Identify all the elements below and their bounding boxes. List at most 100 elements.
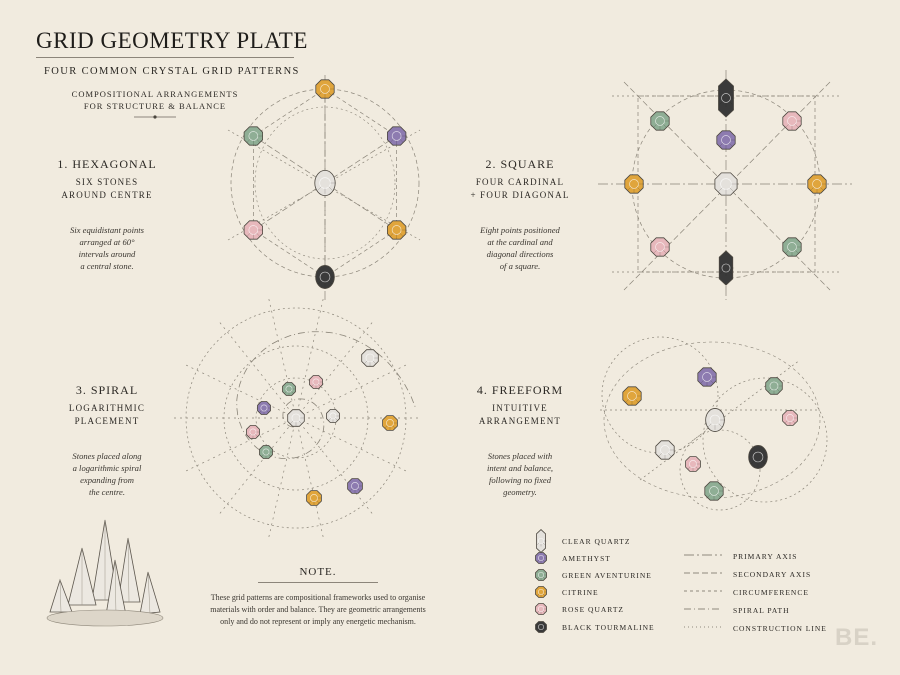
green-aventurine-stone-icon bbox=[782, 237, 802, 257]
primary-axis-line bbox=[324, 135, 397, 184]
green-aventurine-stone-icon bbox=[535, 569, 547, 581]
citrine-stone-icon bbox=[807, 174, 827, 194]
green-aventurine-stone-icon bbox=[704, 481, 724, 501]
black-tourmaline-stone-icon bbox=[315, 265, 335, 289]
construction-line bbox=[295, 320, 375, 419]
legend-stone-label: BLACK TOURMALINE bbox=[562, 623, 655, 632]
citrine-stone-icon bbox=[315, 79, 335, 99]
desc-line: Stones placed along bbox=[72, 451, 142, 461]
spiral-path-line bbox=[236, 331, 416, 459]
desc-line: Six equidistant points bbox=[70, 225, 144, 235]
freeform-subtitle-2: ARRANGEMENT bbox=[478, 416, 562, 426]
green-aventurine-stone-icon bbox=[243, 126, 264, 146]
brand-logo: BE. bbox=[834, 624, 878, 651]
clear-quartz-stone-icon bbox=[536, 529, 547, 553]
green-aventurine-stone-icon bbox=[259, 445, 273, 459]
freeform-subtitle-1: INTUITIVE bbox=[492, 403, 548, 413]
amethyst-stone-icon bbox=[386, 126, 407, 146]
spiral-subtitle-1: LOGARITHMIC bbox=[68, 403, 146, 413]
legend-stone-label: GREEN AVENTURINE bbox=[562, 571, 652, 580]
construction-line bbox=[679, 429, 761, 511]
citrine-stone-icon bbox=[535, 586, 547, 598]
desc-line: the centre. bbox=[89, 487, 125, 497]
rose-quartz-stone-icon bbox=[243, 220, 264, 240]
construction-line bbox=[217, 320, 297, 419]
construction-line bbox=[267, 296, 297, 419]
primary-axis-line bbox=[324, 182, 397, 231]
legend-line-label: CIRCUMFERENCE bbox=[733, 588, 809, 597]
tagline-line-1: COMPOSITIONAL ARRANGEMENTS bbox=[71, 89, 239, 99]
secondary-axis-line bbox=[253, 229, 326, 278]
clear-quartz-stone-icon bbox=[326, 409, 340, 423]
construction-line bbox=[295, 417, 325, 540]
primary-axis-line bbox=[253, 135, 326, 184]
square-description: Eight points positioned at the cardinal … bbox=[455, 224, 585, 272]
section-spiral: 3. SPIRAL LOGARITHMIC PLACEMENT Stones p… bbox=[42, 383, 172, 498]
note-title: NOTE. bbox=[299, 566, 337, 578]
amethyst-stone-icon bbox=[716, 130, 736, 150]
black-tourmaline-stone-icon bbox=[535, 621, 547, 633]
crystal-cluster-icon bbox=[114, 559, 117, 616]
hexagonal-description: Six equidistant points arranged at 60° i… bbox=[42, 224, 172, 272]
section-square: 2. SQUARE FOUR CARDINAL + FOUR DIAGONAL … bbox=[455, 157, 585, 272]
crystal-cluster-icon bbox=[127, 537, 130, 603]
clear-quartz-stone-icon bbox=[361, 349, 379, 367]
desc-line: intent and balance, bbox=[486, 463, 554, 473]
rose-quartz-stone-icon bbox=[246, 425, 260, 439]
black-tourmaline-stone-icon bbox=[718, 250, 735, 286]
construction-line bbox=[295, 363, 409, 419]
freeform-description: Stones placed with intent and balance, f… bbox=[455, 450, 585, 498]
square-subtitle-2: + FOUR DIAGONAL bbox=[470, 190, 570, 200]
black-tourmaline-stone-icon bbox=[748, 445, 768, 469]
crystal-cluster-icon bbox=[139, 571, 161, 615]
green-aventurine-stone-icon bbox=[765, 377, 783, 395]
secondary-axis-line bbox=[324, 88, 397, 137]
tagline-line-2: FOR STRUCTURE & BALANCE bbox=[83, 101, 227, 111]
title-rule bbox=[36, 57, 294, 58]
legend-stone-label: AMETHYST bbox=[562, 554, 611, 563]
construction-line bbox=[267, 417, 297, 540]
clear-quartz-stone-icon bbox=[705, 408, 725, 432]
desc-line: Eight points positioned bbox=[480, 225, 560, 235]
crystal-cluster-icon bbox=[147, 571, 151, 615]
green-aventurine-stone-icon bbox=[650, 111, 670, 131]
legend-line-label: CONSTRUCTION LINE bbox=[733, 624, 827, 633]
section-hexagonal: 1. HEXAGONAL SIX STONES AROUND CENTRE Si… bbox=[42, 157, 172, 272]
construction-line bbox=[601, 336, 719, 454]
clear-quartz-stone-icon bbox=[314, 169, 336, 196]
spiral-title: 3. SPIRAL bbox=[75, 383, 139, 397]
crystal-cluster-icon bbox=[59, 579, 62, 613]
desc-line: following no fixed bbox=[488, 475, 552, 485]
citrine-stone-icon bbox=[382, 415, 398, 431]
citrine-stone-icon bbox=[624, 174, 644, 194]
circumference-line bbox=[254, 106, 396, 260]
citrine-stone-icon bbox=[386, 220, 407, 240]
desc-line: geometry. bbox=[503, 487, 537, 497]
rose-quartz-stone-icon bbox=[782, 410, 798, 426]
note-line: materials with order and balance. They a… bbox=[210, 605, 426, 614]
green-aventurine-stone-icon bbox=[282, 382, 296, 396]
section-freeform: 4. FREEFORM INTUITIVE ARRANGEMENT Stones… bbox=[455, 383, 585, 498]
amethyst-stone-icon bbox=[257, 401, 271, 415]
crystal-cluster-icon bbox=[46, 609, 164, 627]
circumference-line bbox=[223, 345, 369, 491]
citrine-stone-icon bbox=[306, 490, 322, 506]
desc-line: at the cardinal and bbox=[487, 237, 553, 247]
spiral-subtitle-2: PLACEMENT bbox=[74, 416, 140, 426]
hexagonal-title: 1. HEXAGONAL bbox=[57, 157, 157, 171]
construction-line bbox=[183, 363, 297, 419]
secondary-axis-line bbox=[324, 229, 397, 278]
legend-line-label: PRIMARY AXIS bbox=[733, 552, 798, 561]
spiral-description: Stones placed along a logarithmic spiral… bbox=[42, 450, 172, 498]
note-text: These grid patterns are compositional fr… bbox=[198, 592, 438, 628]
legend-stone-label: ROSE QUARTZ bbox=[562, 605, 625, 614]
plate-tagline: COMPOSITIONAL ARRANGEMENTS FOR STRUCTURE… bbox=[60, 88, 250, 112]
construction-line bbox=[295, 296, 325, 419]
desc-line: expanding from bbox=[80, 475, 134, 485]
amethyst-stone-icon bbox=[347, 478, 363, 494]
primary-axis-line bbox=[253, 182, 326, 231]
freeform-title: 4. FREEFORM bbox=[476, 383, 564, 397]
note-block: NOTE. These grid patterns are compositio… bbox=[198, 566, 438, 628]
desc-line: arranged at 60° bbox=[79, 237, 135, 247]
